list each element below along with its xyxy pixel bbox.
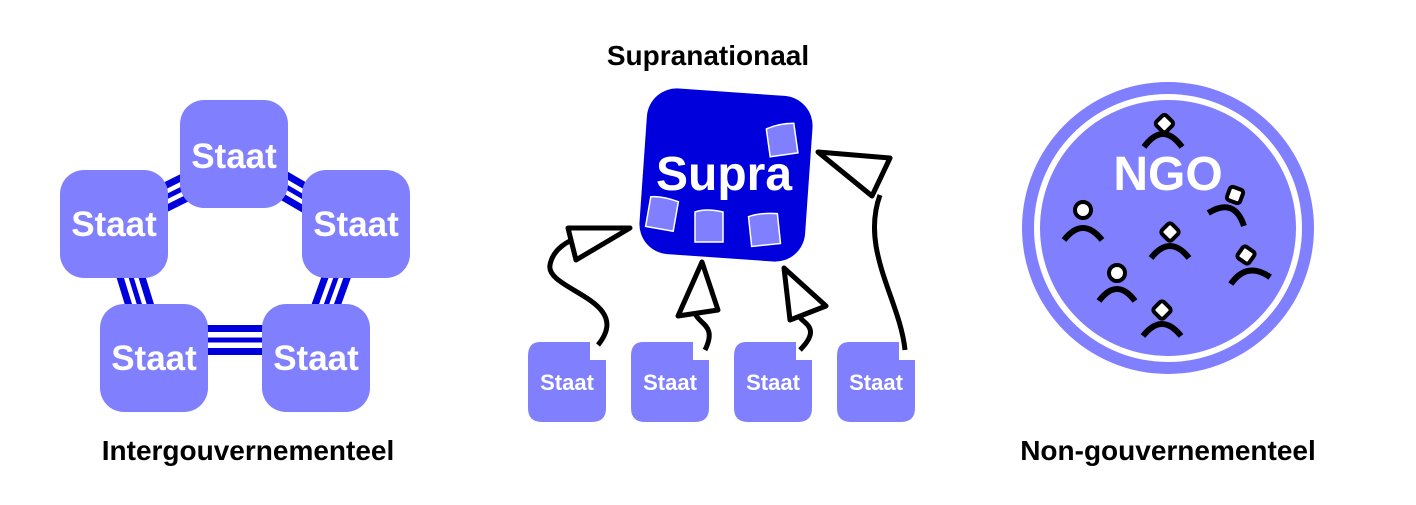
state-box-left: Staat <box>60 170 168 278</box>
person-icon <box>1206 184 1247 228</box>
person-icon <box>1140 299 1184 338</box>
member-state-box: Staat <box>734 342 812 422</box>
member-state-box: Staat <box>528 342 606 422</box>
member-state-label: Staat <box>540 370 594 395</box>
state-box-bottom-left: Staat <box>100 304 208 412</box>
state-label: Staat <box>313 205 399 244</box>
supra-label: Supra <box>656 148 792 201</box>
person-icon <box>1141 112 1185 149</box>
transfer-arrow <box>781 265 829 352</box>
state-label: Staat <box>273 339 359 378</box>
state-label: Staat <box>71 205 157 244</box>
member-state-label: Staat <box>849 370 903 395</box>
person-icon <box>1228 244 1272 286</box>
member-tile <box>747 212 782 248</box>
member-state-label: Staat <box>643 370 697 395</box>
transfer-arrow <box>547 225 633 347</box>
member-state-label: Staat <box>746 370 800 395</box>
intergovernmental-caption: Intergouvernementeel <box>102 435 395 466</box>
state-label: Staat <box>111 339 197 378</box>
person-icon <box>1096 263 1138 303</box>
transfer-arrow <box>675 259 721 352</box>
member-tile <box>765 122 799 158</box>
member-tile <box>644 195 680 233</box>
member-state-box: Staat <box>837 342 915 422</box>
person-icon <box>1148 221 1192 260</box>
state-box-top: Staat <box>180 100 288 208</box>
member-state-box: Staat <box>631 342 709 422</box>
ngo-label: NGO <box>1113 148 1222 201</box>
nongovernmental-caption: Non-gouvernementeel <box>1020 435 1316 466</box>
intergovernmental-panel: Staat Staat Staat Staat Staat Intergouve… <box>60 100 410 466</box>
supranational-caption: Supranationaal <box>607 40 809 71</box>
state-box-right: Staat <box>302 170 410 278</box>
state-box-bottom-right: Staat <box>262 304 370 412</box>
nongovernmental-panel: NGO Non-gouvernemente <box>1020 82 1316 466</box>
supranational-panel: Supranationaal Supra <box>528 40 915 422</box>
transfer-arrow <box>815 149 908 351</box>
person-icon <box>1061 200 1105 242</box>
ngo-inner-ring <box>1034 94 1302 362</box>
state-label: Staat <box>191 137 277 176</box>
member-tile <box>694 209 724 243</box>
